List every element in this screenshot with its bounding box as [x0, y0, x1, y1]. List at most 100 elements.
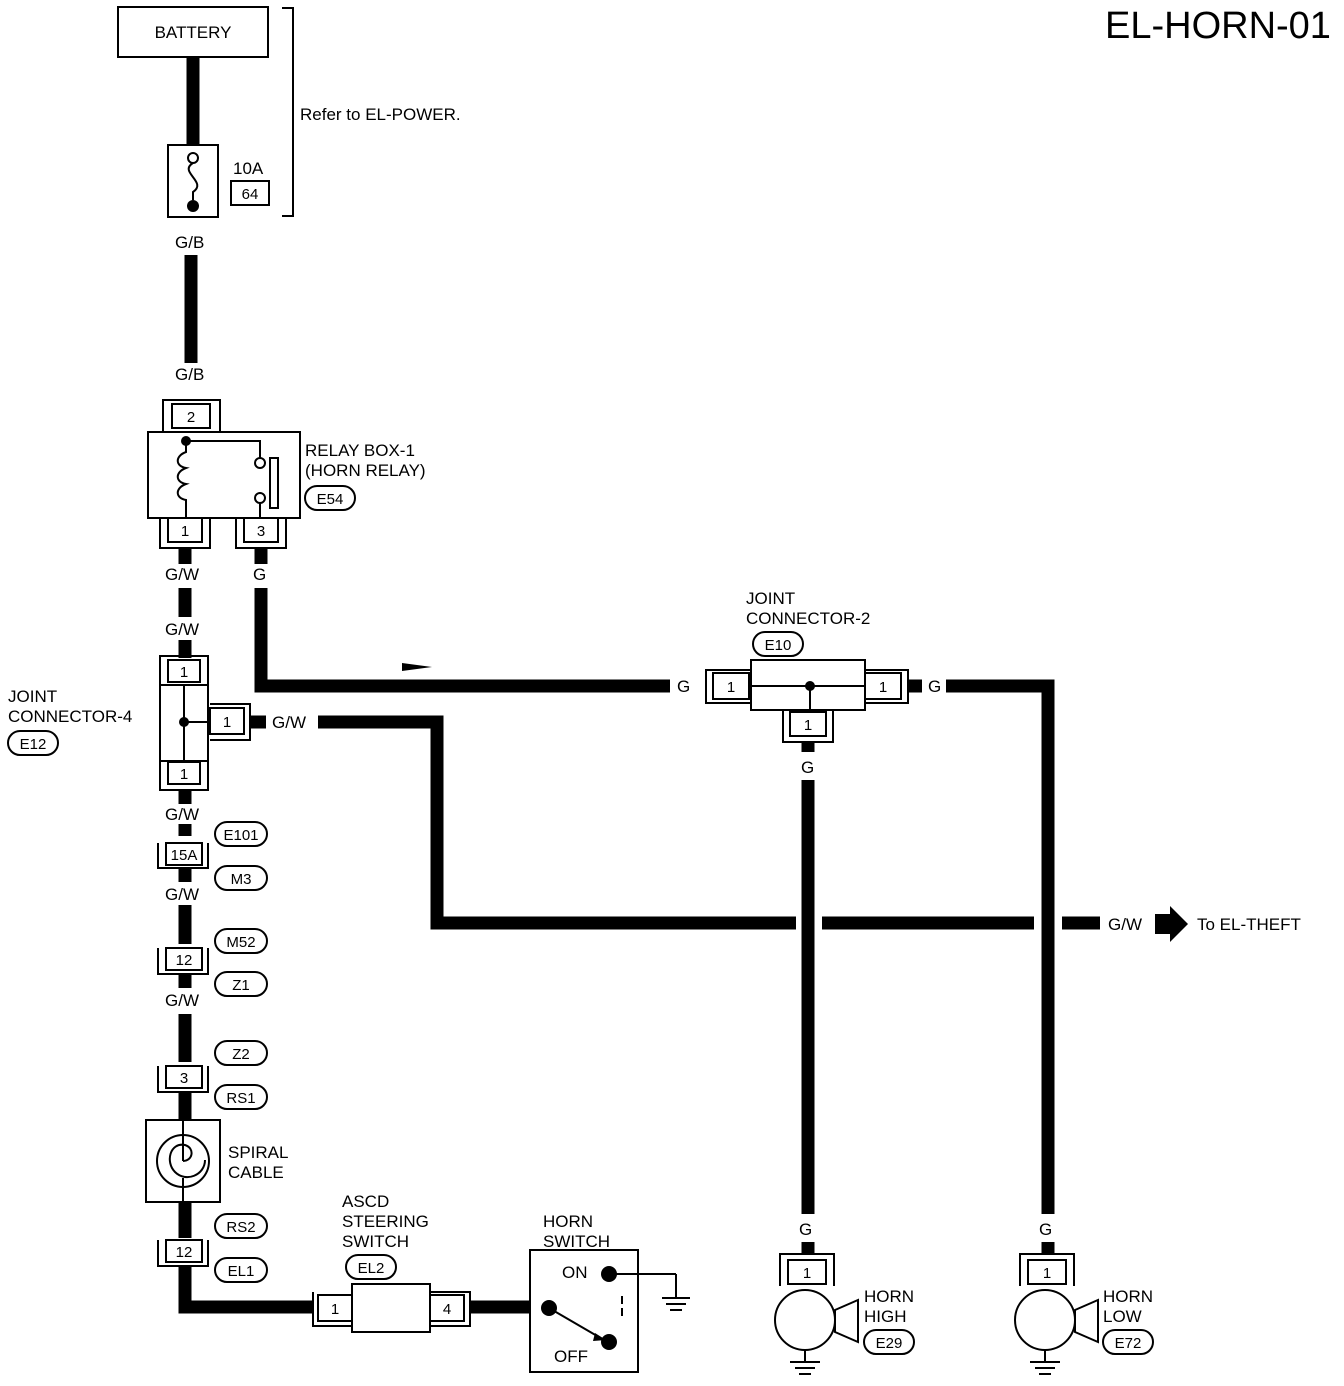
relay-connector: E54: [317, 491, 344, 508]
relay-pin-3: 3: [257, 523, 265, 540]
wire-color-gw-1: G/W: [165, 565, 199, 584]
horn-low: 1: [1014, 1253, 1099, 1375]
wire-to-ascd: [178, 1266, 313, 1314]
fuse-rating: 10A: [233, 159, 264, 178]
c4-top: RS2: [226, 1219, 255, 1236]
ascd-label-1: ASCD: [342, 1192, 389, 1211]
jc2-pin-left: 1: [727, 679, 735, 696]
c1-bottom: M3: [231, 871, 252, 888]
horn-switch-off: OFF: [554, 1347, 588, 1366]
inline-connector-15a: 15A: [157, 842, 209, 869]
relay-pin-2: 2: [187, 409, 195, 426]
jc4-pin-bottom: 1: [180, 766, 188, 783]
c1-top: E101: [223, 827, 258, 844]
c3-top-badge: [214, 1040, 268, 1066]
relay-label-2: (HORN RELAY): [305, 461, 426, 480]
c1-top-badge: [214, 821, 268, 847]
wire-color-gw-2: G/W: [165, 620, 199, 639]
wire-color-gw-4: G/W: [165, 885, 199, 904]
relay-box: 2 1 3: [147, 399, 301, 549]
horn-switch: [529, 1249, 690, 1373]
horn-low-connector-badge: [1102, 1329, 1154, 1355]
jc2-pin-right: 1: [879, 679, 887, 696]
wire-color-gw-branch: G/W: [272, 713, 306, 732]
inline-connector-12-m52: 12: [157, 947, 209, 975]
horn-low-label-1: HORN: [1103, 1287, 1153, 1306]
wire-color-gw-5: G/W: [165, 991, 199, 1010]
jc4-connector-badge: [7, 730, 59, 756]
c3-top: Z2: [232, 1046, 250, 1063]
horn-high: 1: [774, 1253, 859, 1375]
ascd-connector: EL2: [358, 1260, 385, 1277]
horn-high-connector: E29: [876, 1335, 903, 1352]
fuse-number-box: [230, 180, 270, 206]
wire-gw-theft: [318, 715, 796, 930]
jc4-connector: E12: [20, 736, 47, 753]
jc4-pin-top: 1: [180, 664, 188, 681]
horn-high-label-2: HIGH: [864, 1307, 907, 1326]
wire-color-g-6: G: [1039, 1220, 1052, 1239]
c4-top-badge: [214, 1213, 268, 1239]
jc4-label-2: CONNECTOR-4: [8, 707, 132, 726]
c4-bottom-badge: [214, 1257, 268, 1283]
horn-low-pin: 1: [1043, 1265, 1051, 1282]
inline-connector-3: 3: [157, 1065, 209, 1093]
jc4-pin-right: 1: [223, 714, 231, 731]
jc2-label-1: JOINT: [746, 589, 795, 608]
wire-color-g-3: G: [928, 677, 941, 696]
power-bracket: [282, 7, 294, 217]
c3-bottom: RS1: [226, 1090, 255, 1107]
ascd-steering-switch: 1 4: [312, 1283, 471, 1333]
c2-top: M52: [226, 934, 255, 951]
horn-low-label-2: LOW: [1103, 1307, 1142, 1326]
c1-pin: 15A: [171, 847, 198, 864]
spiral-label-2: CABLE: [228, 1163, 284, 1182]
relay-connector-badge: [304, 485, 356, 511]
jc2-connector: E10: [765, 637, 792, 654]
joint-connector-4: 1 1 1: [159, 655, 251, 791]
horn-high-label-1: HORN: [864, 1287, 914, 1306]
jc2-pin-bottom: 1: [804, 717, 812, 734]
fuse-number: 64: [242, 186, 259, 203]
c4-pin: 12: [176, 1244, 193, 1261]
wire-color-gb-bottom: G/B: [175, 365, 204, 384]
wire-color-g-2: G: [677, 677, 690, 696]
wire-color-g-5: G: [799, 1220, 812, 1239]
relay-pin-1: 1: [181, 523, 189, 540]
current-arrow: [402, 663, 432, 671]
horn-switch-label-2: SWITCH: [543, 1232, 610, 1251]
ascd-label-3: SWITCH: [342, 1232, 409, 1251]
c3-bottom-badge: [214, 1084, 268, 1110]
page-id: EL-HORN-01: [1105, 5, 1331, 47]
jc2-connector-badge: [752, 631, 804, 657]
wire-color-gw-theft: G/W: [1108, 915, 1142, 934]
c1-bottom-badge: [214, 865, 268, 891]
wire-g-horn-low: [946, 679, 1055, 1214]
wire-color-gb-top: G/B: [175, 233, 204, 252]
c2-top-badge: [214, 928, 268, 954]
c3-pin: 3: [180, 1070, 188, 1087]
horn-switch-label-1: HORN: [543, 1212, 593, 1231]
wire-g-main: [254, 588, 670, 693]
spiral-label-1: SPIRAL: [228, 1143, 288, 1162]
ascd-label-2: STEERING: [342, 1212, 429, 1231]
inline-connector-12-rs2: 12: [157, 1239, 209, 1267]
theft-link[interactable]: To EL-THEFT: [1197, 915, 1301, 934]
horn-switch-on: ON: [562, 1263, 588, 1282]
jc4-label-1: JOINT: [8, 687, 57, 706]
wire-color-g-4: G: [801, 758, 814, 777]
fuse-10a: [167, 144, 219, 218]
spiral-cable: [145, 1119, 221, 1203]
power-reference: Refer to EL-POWER.: [300, 105, 461, 124]
joint-connector-2: 1 1 1: [705, 659, 909, 743]
horn-high-pin: 1: [803, 1265, 811, 1282]
ascd-pin-1: 1: [331, 1301, 339, 1318]
horn-high-connector-badge: [863, 1329, 915, 1355]
c2-bottom: Z1: [232, 977, 250, 994]
arrow-right-icon: [1155, 906, 1188, 942]
jc2-label-2: CONNECTOR-2: [746, 609, 870, 628]
wire-color-g-1: G: [253, 565, 266, 584]
ascd-pin-4: 4: [443, 1301, 451, 1318]
c2-bottom-badge: [214, 971, 268, 997]
